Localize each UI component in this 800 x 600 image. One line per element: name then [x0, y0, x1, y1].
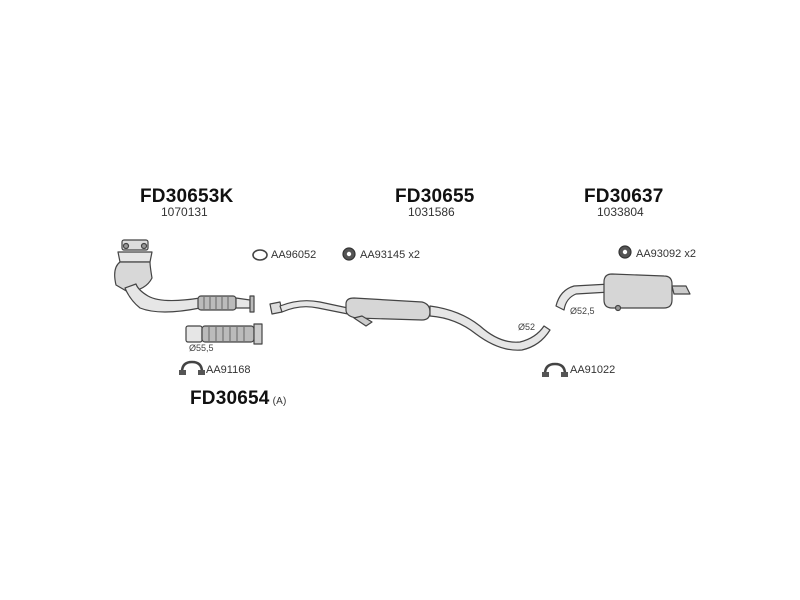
diameter-label: Ø52,5	[570, 306, 595, 316]
catalytic-converter-part	[114, 239, 255, 313]
part-number-label: 1033804	[597, 205, 644, 219]
rubber-mount-icon	[618, 245, 632, 259]
accessory-code-label: AA93092 x2	[636, 248, 696, 260]
accessory-code-label: AA96052	[271, 249, 317, 261]
part-number-label: 1031586	[408, 205, 455, 219]
part-code-label: FD30653K	[140, 186, 234, 207]
part-code-suffix: (A)	[272, 396, 287, 407]
accessory-code-label: AA93145 x2	[360, 249, 420, 261]
clamp-icon	[542, 362, 568, 377]
flex-pipe-part	[185, 323, 263, 345]
center-muffler-part	[269, 297, 551, 351]
part-code-text: FD30654	[190, 388, 270, 409]
rubber-mount-icon	[342, 247, 356, 261]
diameter-label: Ø55,5	[189, 343, 214, 353]
clamp-icon	[179, 360, 205, 375]
rubber-ring-icon	[252, 249, 268, 261]
diameter-label: Ø52	[518, 322, 536, 332]
part-code-label: FD30637	[584, 186, 664, 207]
accessory-code-label: AA91168	[206, 364, 251, 376]
part-code-label: FD30654(A)	[190, 388, 287, 410]
part-number-label: 1070131	[161, 205, 208, 219]
part-code-label: FD30655	[395, 186, 475, 207]
rear-silencer-part	[555, 273, 691, 312]
accessory-code-label: AA91022	[570, 364, 616, 376]
